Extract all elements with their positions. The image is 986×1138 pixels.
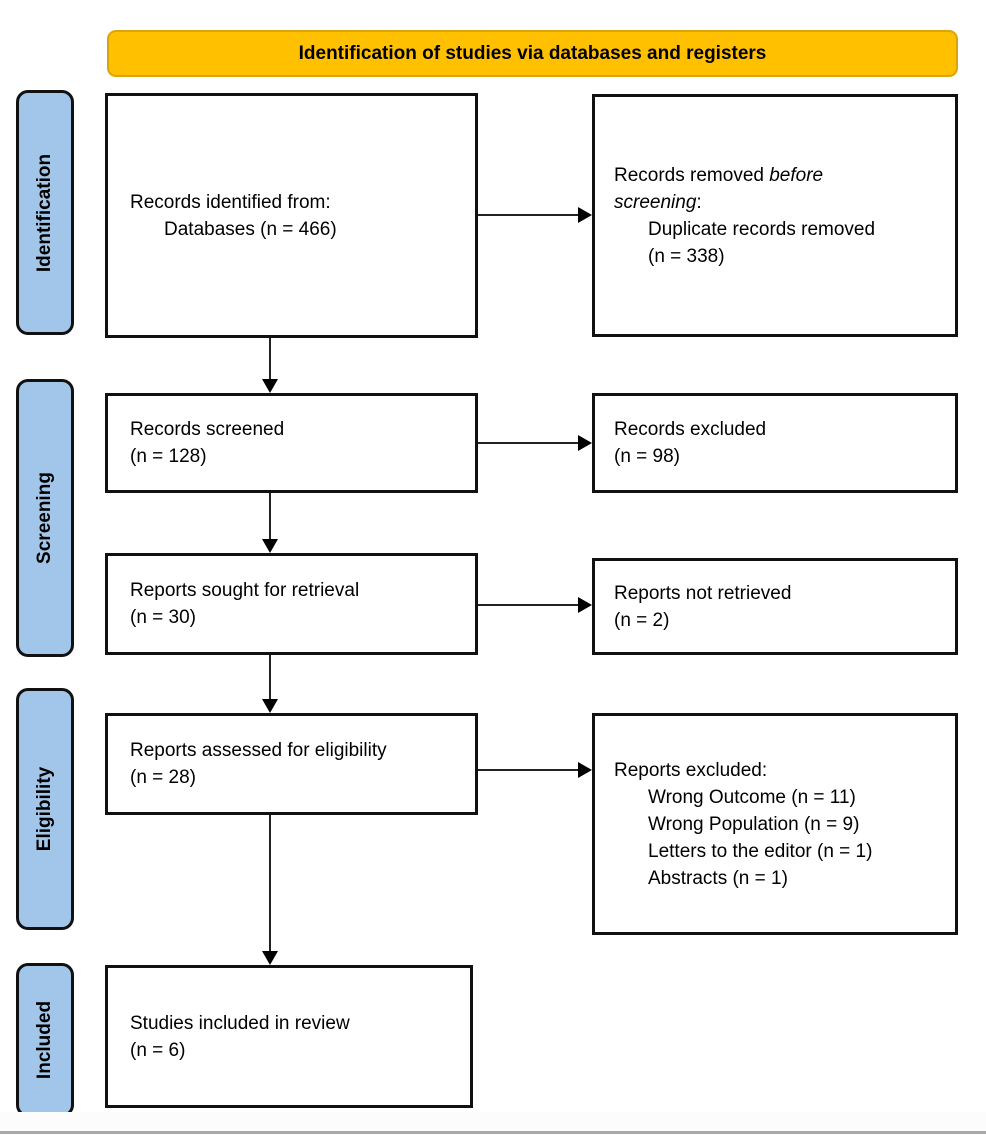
reports-excluded-line1: Reports excluded: bbox=[614, 759, 768, 781]
stage-label-screening: Screening bbox=[34, 472, 55, 564]
box-records-identified: Records identified from: Databases (n = … bbox=[105, 93, 478, 338]
records-removed-line1-text: Records removed bbox=[614, 164, 770, 186]
stage-rail-included: Included bbox=[16, 963, 74, 1117]
stage-rail-identification: Identification bbox=[16, 90, 74, 335]
stage-label-included: Included bbox=[34, 1000, 55, 1080]
box-records-screened: Records screened (n = 128) bbox=[105, 393, 478, 493]
reports-excluded-line5: Abstracts (n = 1) bbox=[648, 867, 788, 889]
records-excluded-line2: (n = 98) bbox=[614, 446, 681, 467]
records-removed-line4: (n = 338) bbox=[648, 245, 725, 267]
reports-excluded-line3: Wrong Population (n = 9) bbox=[648, 813, 860, 835]
studies-included-line1: Studies included in review bbox=[130, 1012, 350, 1034]
reports-assessed-line1: Reports assessed for eligibility bbox=[130, 740, 387, 761]
bottom-strip bbox=[0, 1112, 986, 1131]
arrow-assessed-to-reports-excluded bbox=[478, 762, 592, 778]
bottom-divider bbox=[0, 1131, 986, 1134]
arrow-line bbox=[269, 815, 271, 951]
arrow-identified-to-screened bbox=[262, 338, 278, 393]
arrow-screened-to-sought bbox=[262, 493, 278, 553]
records-removed-line1: Records removed before bbox=[614, 162, 945, 189]
arrow-head-down-icon bbox=[262, 379, 278, 393]
arrow-head-right-icon bbox=[578, 207, 592, 223]
diagram-title-banner: Identification of studies via databases … bbox=[107, 30, 958, 77]
arrow-line bbox=[478, 214, 578, 216]
studies-included-line2: (n = 6) bbox=[130, 1039, 186, 1061]
arrow-line bbox=[478, 604, 578, 606]
box-reports-assessed: Reports assessed for eligibility (n = 28… bbox=[105, 713, 478, 815]
stage-label-identification: Identification bbox=[34, 153, 56, 272]
arrow-line bbox=[269, 655, 271, 699]
reports-excluded-line4: Letters to the editor (n = 1) bbox=[648, 840, 873, 862]
arrow-head-down-icon bbox=[262, 699, 278, 713]
arrow-head-right-icon bbox=[578, 435, 592, 451]
arrow-sought-to-not-retrieved bbox=[478, 597, 592, 613]
arrow-head-down-icon bbox=[262, 539, 278, 553]
stage-rail-screening: Screening bbox=[16, 379, 74, 657]
reports-excluded-line2: Wrong Outcome (n = 11) bbox=[648, 786, 856, 808]
records-removed-line2-italic: screening bbox=[614, 191, 697, 213]
arrow-head-right-icon bbox=[578, 597, 592, 613]
box-reports-not-retrieved: Reports not retrieved (n = 2) bbox=[592, 558, 958, 655]
records-removed-line2: screening: bbox=[614, 189, 945, 216]
reports-assessed-line2: (n = 28) bbox=[130, 767, 197, 788]
records-excluded-line1: Records excluded bbox=[614, 419, 767, 440]
records-removed-line2-text: : bbox=[696, 191, 702, 213]
records-removed-line3: Duplicate records removed bbox=[648, 218, 876, 240]
arrow-head-right-icon bbox=[578, 762, 592, 778]
arrow-identified-to-removed bbox=[478, 207, 592, 223]
arrow-line bbox=[269, 493, 271, 539]
arrow-line bbox=[478, 769, 578, 771]
arrow-head-down-icon bbox=[262, 951, 278, 965]
reports-sought-line2: (n = 30) bbox=[130, 607, 197, 628]
arrow-sought-to-assessed bbox=[262, 655, 278, 713]
records-removed-line1-italic: before bbox=[769, 164, 824, 186]
arrow-screened-to-excluded bbox=[478, 435, 592, 451]
box-records-removed: Records removed before screening: Duplic… bbox=[592, 94, 958, 337]
reports-sought-line1: Reports sought for retrieval bbox=[130, 580, 360, 601]
stage-rail-eligibility: Eligibility bbox=[16, 688, 74, 930]
records-screened-line1: Records screened bbox=[130, 419, 285, 440]
reports-not-retrieved-line2: (n = 2) bbox=[614, 609, 670, 631]
records-identified-line2: Databases (n = 466) bbox=[164, 218, 337, 240]
records-screened-line2: (n = 128) bbox=[130, 446, 207, 467]
box-reports-excluded: Reports excluded: Wrong Outcome (n = 11)… bbox=[592, 713, 958, 935]
box-studies-included: Studies included in review (n = 6) bbox=[105, 965, 473, 1108]
box-reports-sought: Reports sought for retrieval (n = 30) bbox=[105, 553, 478, 655]
arrow-line bbox=[269, 338, 271, 379]
reports-not-retrieved-line1: Reports not retrieved bbox=[614, 582, 792, 604]
arrow-assessed-to-included bbox=[262, 815, 278, 965]
records-identified-line1: Records identified from: bbox=[130, 191, 331, 213]
stage-label-eligibility: Eligibility bbox=[34, 766, 56, 852]
diagram-title: Identification of studies via databases … bbox=[298, 42, 767, 64]
box-records-excluded: Records excluded (n = 98) bbox=[592, 393, 958, 493]
arrow-line bbox=[478, 442, 578, 444]
